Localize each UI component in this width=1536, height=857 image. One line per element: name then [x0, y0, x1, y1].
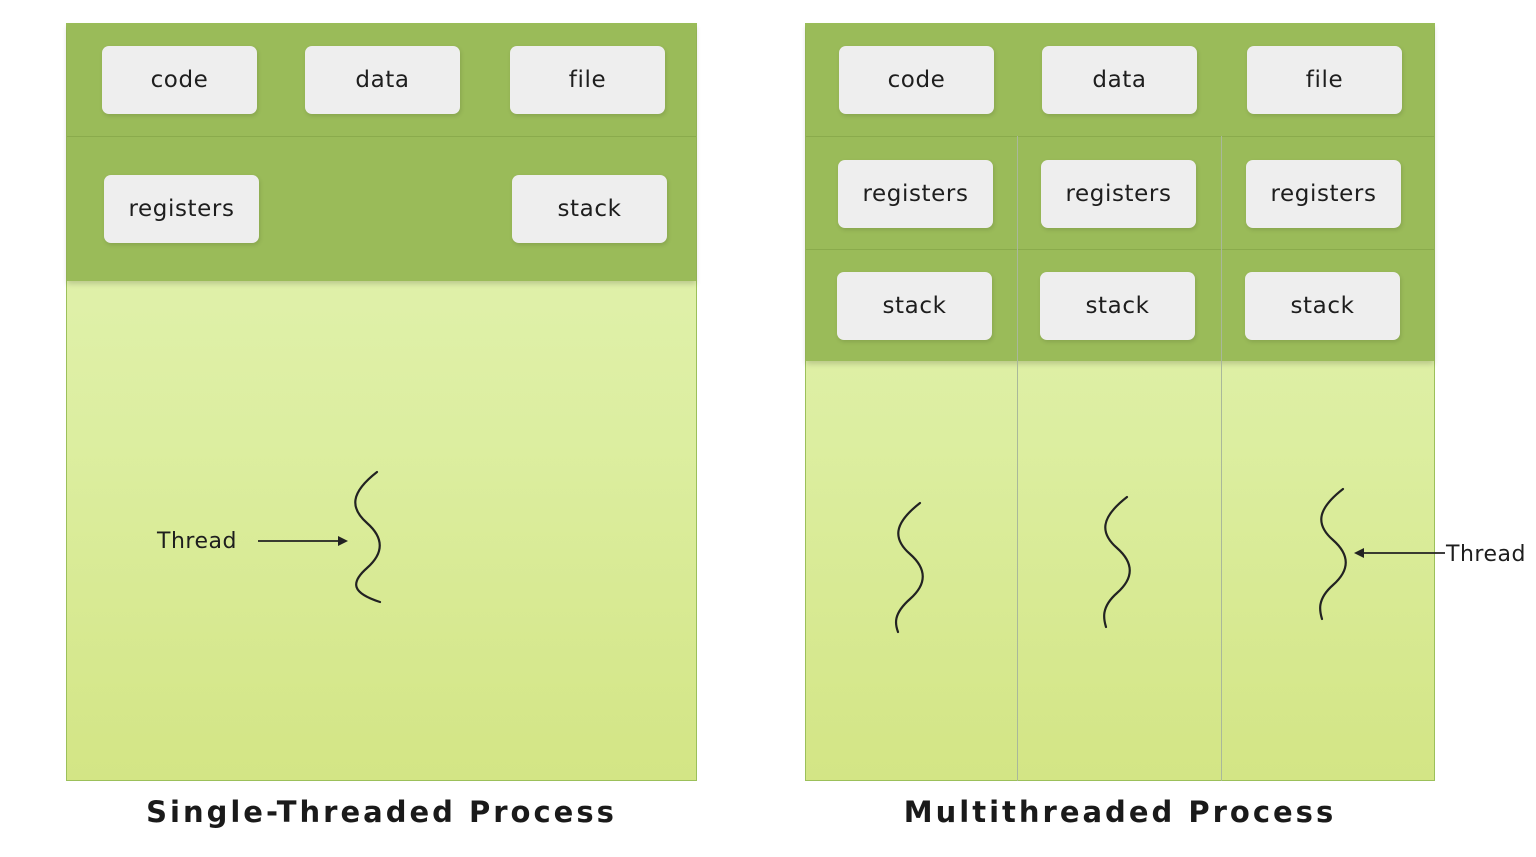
single-thread-label: Thread: [157, 529, 237, 554]
thread1-stack-block: stack: [837, 272, 992, 340]
single-stack-block: stack: [512, 175, 667, 243]
multi-thread-label: Thread: [1446, 542, 1526, 567]
multithreaded-process: code data file registers registers regis…: [805, 23, 1435, 781]
thread2-registers-block: registers: [1041, 160, 1196, 228]
multi-band-divider-1: [806, 136, 1434, 137]
single-file-block: file: [510, 46, 665, 114]
single-threaded-process: code data file registers stack Thread: [66, 23, 697, 781]
single-band-divider: [67, 136, 696, 137]
thread3-stack-block: stack: [1245, 272, 1400, 340]
thread2-stack-block: stack: [1040, 272, 1195, 340]
multi-process-caption: Multithreaded Process: [903, 795, 1337, 829]
single-data-block: data: [305, 46, 460, 114]
multi-band-divider-2: [806, 249, 1434, 250]
thread3-registers-block: registers: [1246, 160, 1401, 228]
thread-column-divider-1: [1017, 136, 1018, 781]
multi-file-block: file: [1247, 46, 1402, 114]
thread1-registers-block: registers: [838, 160, 993, 228]
multi-data-block: data: [1042, 46, 1197, 114]
single-process-caption: Single-Threaded Process: [146, 795, 617, 829]
single-code-block: code: [102, 46, 257, 114]
thread-column-divider-2: [1221, 136, 1222, 781]
multi-code-block: code: [839, 46, 994, 114]
single-registers-block: registers: [104, 175, 259, 243]
